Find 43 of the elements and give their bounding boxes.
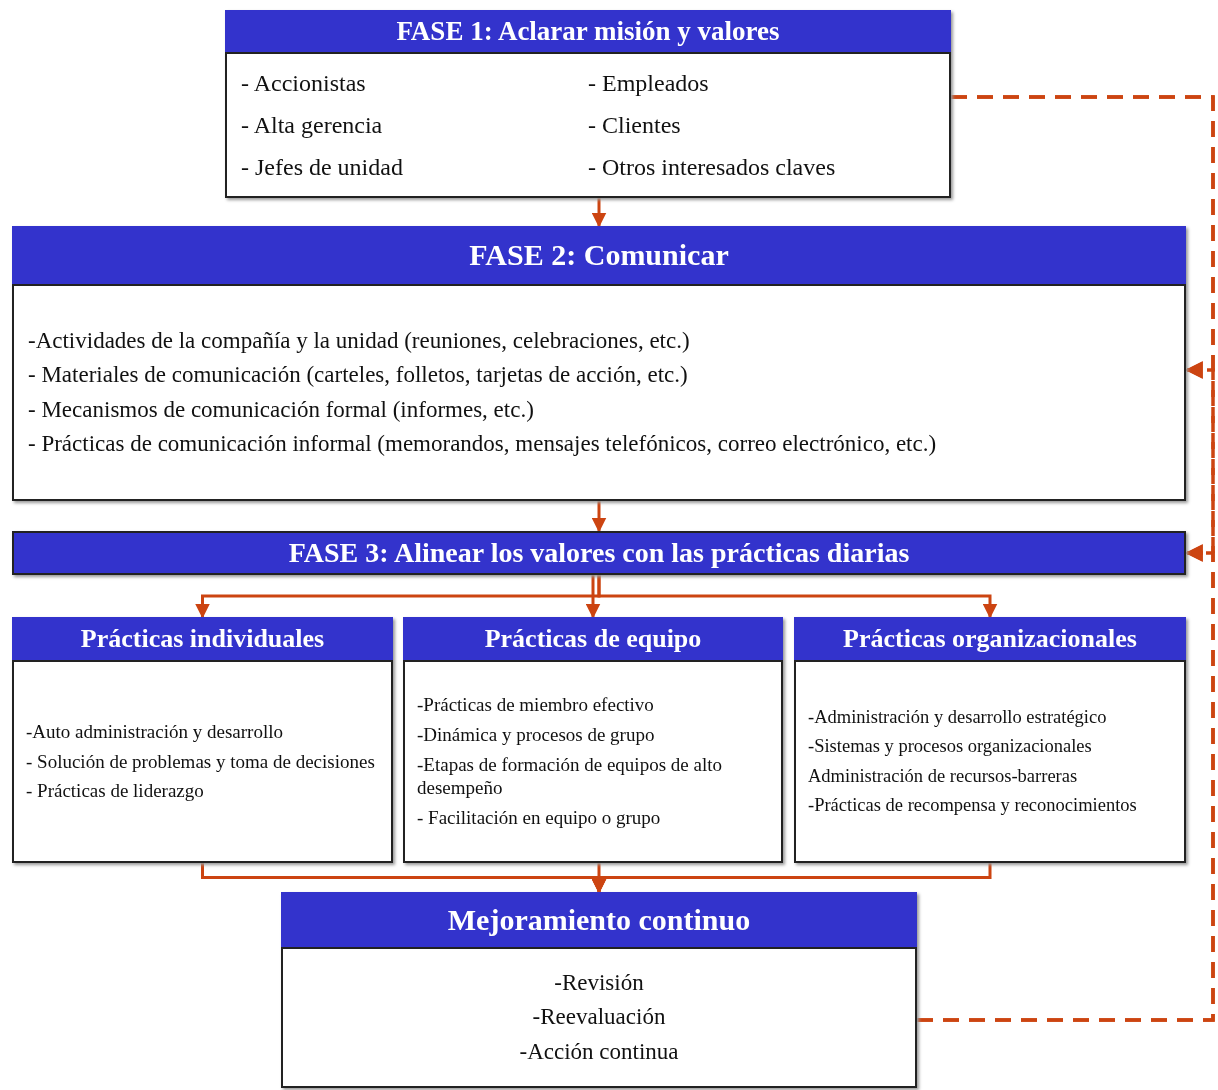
list-item: -Sistemas y procesos organizacionales xyxy=(808,735,1093,759)
phase-box xyxy=(12,226,1186,501)
list-item: -Actividades de la compañía y la unidad (reuniones, celebraciones, etc.) xyxy=(28,326,691,355)
arrow xyxy=(597,575,998,619)
list-item: - Accionistas xyxy=(241,69,367,98)
list-item: -Auto administración y desarrollo xyxy=(26,719,284,744)
header-bar: Prácticas individuales xyxy=(12,617,393,662)
header-bar: Prácticas de equipo xyxy=(403,617,783,662)
arrow xyxy=(591,863,992,894)
list-item: - Facilitación en equipo o grupo xyxy=(417,806,662,830)
list-item: Administración de recursos-barreras xyxy=(808,764,1079,788)
list-item: - Mecanismos de comunicación formal (informes, etc.) xyxy=(28,395,535,424)
header-bar: FASE 2: Comunicar xyxy=(12,226,1186,286)
arrow xyxy=(585,575,601,619)
phase-box xyxy=(12,617,393,863)
header-bar: Mejoramiento continuo xyxy=(281,892,917,949)
list-item: -Prácticas de miembro efectivo xyxy=(417,693,655,717)
list-item: -Acción continua xyxy=(519,1037,679,1066)
list-item: - Clientes xyxy=(588,111,682,140)
list-item: - Prácticas de liderazgo xyxy=(26,779,205,804)
list-item: -Dinámica y procesos de grupo xyxy=(417,722,656,747)
list-item: - Materiales de comunicación (carteles, folletos, tarjetas de acción, etc.) xyxy=(28,361,689,389)
list-item: -Prácticas de recompensa y reconocimientos xyxy=(808,793,1138,817)
list-item: -Administración y desarrollo estratégico xyxy=(808,706,1108,730)
header-bar: FASE 1: Aclarar misión y valores xyxy=(225,10,951,54)
list-item: - Prácticas de comunicación informal (memorandos, mensajes telefónicos, correo electrónico, etc.) xyxy=(28,430,938,458)
list-item: -Etapas de formación de equipos de alto desempeño xyxy=(417,752,723,801)
phase-title: FASE 3: Alinear los valores con las prácticas diarias xyxy=(14,533,1184,573)
phase-box xyxy=(403,617,783,863)
list-item: - Empleados xyxy=(588,69,710,98)
feedback-arrow xyxy=(917,544,1215,1022)
list-item: - Solución de problemas y toma de decisiones xyxy=(26,749,376,774)
arrow xyxy=(591,198,607,228)
phase-box xyxy=(794,617,1186,863)
list-item: - Alta gerencia xyxy=(241,111,384,140)
phase-box xyxy=(225,10,951,198)
header-bar: Prácticas organizacionales xyxy=(794,617,1186,662)
arrow xyxy=(591,501,607,533)
list-item: -Revisión xyxy=(554,968,644,997)
list-item: - Jefes de unidad xyxy=(241,153,404,182)
list-item: -Reevaluación xyxy=(532,1003,666,1032)
list-item: - Otros interesados claves xyxy=(588,153,837,182)
phase-box xyxy=(281,892,917,1088)
